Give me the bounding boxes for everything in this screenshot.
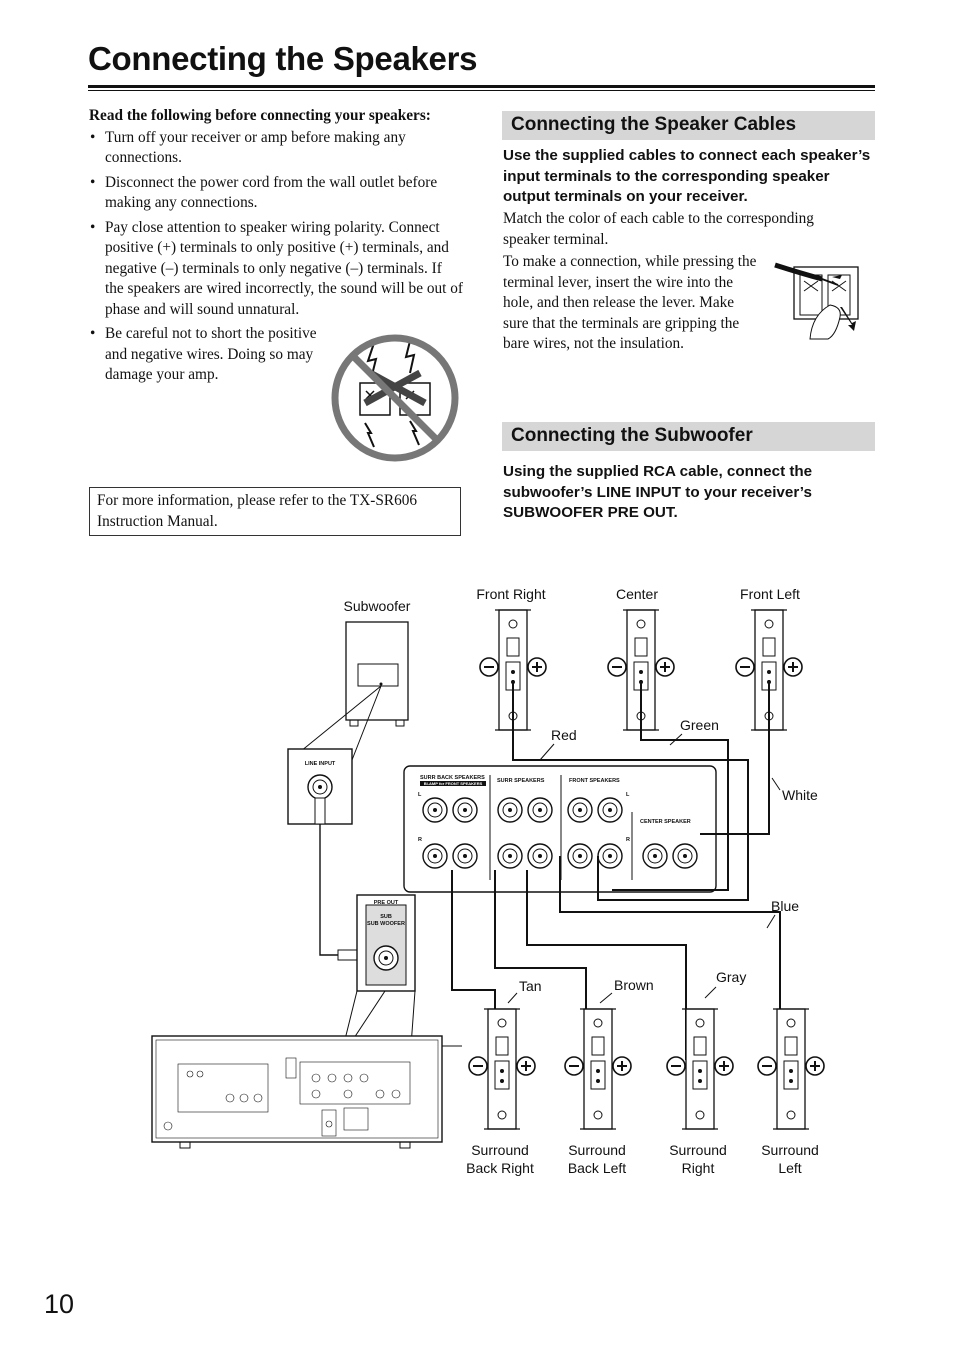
label-front: FRONT SPEAKERS (569, 778, 620, 784)
label-surround-right-1: Surround (669, 1142, 727, 1158)
label-sub-woofer: SUB WOOFER (367, 921, 405, 927)
speaker-surround-right (666, 1008, 734, 1130)
bullet-item: Pay close attention to speaker wiring po… (89, 218, 463, 321)
receiver-rear-panel (151, 1035, 462, 1149)
label-line-input: LINE INPUT (305, 761, 336, 767)
heading-subwoofer: Connecting the Subwoofer (502, 422, 875, 451)
svg-text:BI-AMP for FRONT SPEAKERS: BI-AMP for FRONT SPEAKERS (424, 781, 483, 786)
intro-lead: Read the following before connecting you… (89, 107, 431, 124)
wire-label-tan: Tan (519, 978, 542, 994)
label-surround-back-left-1: Surround (568, 1142, 626, 1158)
label-front-left: Front Left (740, 586, 800, 602)
note-box: For more information, please refer to th… (89, 487, 461, 536)
speaker-surround-back-right (468, 1008, 536, 1130)
intro-bullets: Turn off your receiver or amp before mak… (89, 128, 463, 386)
cables-paragraph-2: To make a connection, while pressing the… (503, 253, 757, 352)
label-surround-left-1: Surround (761, 1142, 819, 1158)
page-number: 10 (44, 1289, 75, 1319)
svg-text:SUB: SUB (380, 914, 392, 920)
label-surround-back-right-1: Surround (471, 1142, 529, 1158)
heading-speaker-cables: Connecting the Speaker Cables (502, 111, 875, 140)
title-rule (88, 85, 875, 88)
svg-text:L: L (418, 792, 422, 798)
label-surround-right-2: Right (682, 1160, 715, 1176)
label-surr-back: SURR BACK SPEAKERS (420, 775, 485, 781)
svg-text:L: L (626, 792, 630, 798)
wire-label-red: Red (551, 727, 577, 743)
cables-paragraph-1: Match the color of each cable to the cor… (503, 210, 814, 248)
wire-label-green: Green (680, 717, 719, 733)
cables-instruction: Use the supplied cables to connect each … (503, 147, 871, 205)
label-surround-left-2: Left (778, 1160, 801, 1176)
speaker-surround-back-left (564, 1008, 632, 1130)
wire-label-gray: Gray (716, 969, 746, 985)
label-pre-out: PRE OUT (374, 900, 399, 906)
label-subwoofer: Subwoofer (344, 598, 411, 614)
svg-text:R: R (626, 837, 630, 843)
page-title: Connecting the Speakers (88, 40, 478, 77)
svg-text:R: R (418, 837, 422, 843)
label-surround-back-left-2: Back Left (568, 1160, 626, 1176)
wire-label-brown: Brown (614, 977, 654, 993)
terminal-lever-illustration (774, 262, 859, 340)
speaker-connection-diagram: Front Right Center Front Left Subwoofer … (151, 586, 825, 1176)
label-center: Center (616, 586, 658, 602)
do-not-short-illustration (331, 334, 459, 462)
intro-section: Read the following before connecting you… (89, 106, 463, 390)
wire-label-blue: Blue (771, 898, 799, 914)
speaker-surround-left (757, 1008, 825, 1130)
title-rule-thin (88, 90, 875, 91)
label-surround-back-right-2: Back Right (466, 1160, 534, 1176)
bullet-item: Turn off your receiver or amp before mak… (89, 128, 463, 169)
wire-label-white: White (782, 787, 818, 803)
bullet-item: Be careful not to short the positive and… (89, 324, 325, 386)
subwoofer-instruction: Using the supplied RCA cable, connect th… (503, 463, 813, 521)
subwoofer-unit (289, 621, 409, 761)
label-front-right: Front Right (476, 586, 545, 602)
label-surr: SURR SPEAKERS (497, 778, 545, 784)
label-center-speaker: CENTER SPEAKER (640, 819, 691, 825)
bullet-item: Disconnect the power cord from the wall … (89, 173, 463, 214)
